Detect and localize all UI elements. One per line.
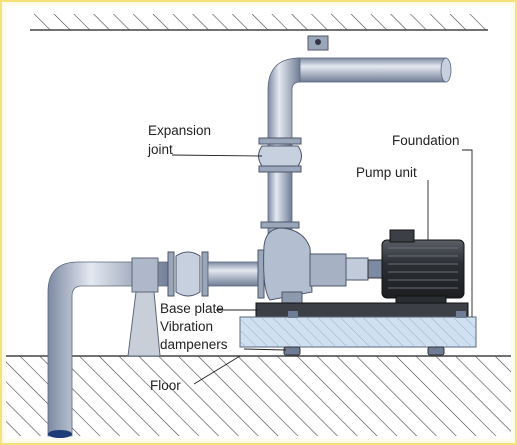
expansion-joint-upper bbox=[259, 138, 302, 172]
label-foundation: Foundation bbox=[392, 133, 460, 148]
label-expansion-joint-line1: Expansion bbox=[148, 123, 211, 138]
floor-slab bbox=[6, 356, 511, 436]
label-pump-unit: Pump unit bbox=[356, 165, 417, 180]
pump-discharge-flange bbox=[261, 222, 299, 228]
shaft-coupling bbox=[368, 260, 382, 278]
label-base-plate: Base plate bbox=[160, 301, 224, 316]
foundation-block bbox=[240, 317, 476, 347]
label-vibration-dampeners-line1: Vibration bbox=[160, 319, 213, 334]
pipe-hanger bbox=[308, 36, 328, 50]
ceiling bbox=[30, 14, 488, 30]
label-floor: Floor bbox=[150, 378, 181, 393]
label-expansion-joint-line2: joint bbox=[147, 142, 173, 157]
motor bbox=[382, 230, 464, 304]
base-plate bbox=[256, 303, 468, 317]
label-vibration-dampeners-line2: dampeners bbox=[160, 337, 228, 352]
discharge-pipe-horizontal bbox=[298, 58, 451, 82]
